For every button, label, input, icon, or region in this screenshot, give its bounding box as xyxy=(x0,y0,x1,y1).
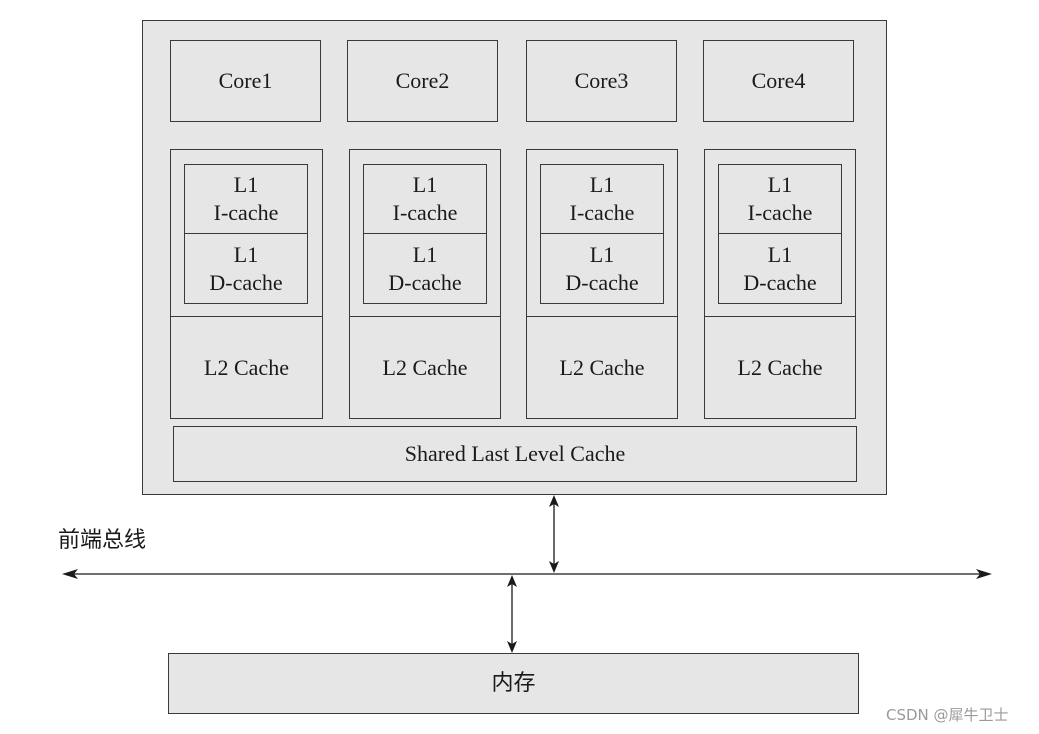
l1-icache-level: L1 xyxy=(412,172,438,197)
l1-dcache-type: D-cache xyxy=(209,269,283,295)
shared-cache-label: Shared Last Level Cache xyxy=(404,441,626,466)
core-4-box: Core4 xyxy=(703,40,854,122)
bus-right-arrowhead xyxy=(976,569,992,579)
l2-cache: L2 Cache xyxy=(350,316,500,418)
l1-dcache-type: D-cache xyxy=(565,269,639,295)
l2-cache-label: L2 Cache xyxy=(204,354,289,380)
l2-cache-label: L2 Cache xyxy=(382,354,468,380)
l1-dcache-type: D-cache xyxy=(388,269,462,295)
l1-icache-type: I-cache xyxy=(569,200,635,225)
l1-icache-level: L1 xyxy=(767,172,793,197)
l1-icache-type: I-cache xyxy=(213,200,279,225)
core-1-label: Core1 xyxy=(218,68,273,93)
core-1-box: Core1 xyxy=(170,40,321,122)
core-2-label: Core2 xyxy=(395,68,450,93)
core-3-box: Core3 xyxy=(526,40,677,122)
memory-box: 内存 xyxy=(168,653,859,714)
l1-icache-type: I-cache xyxy=(747,200,813,225)
core-3-label: Core3 xyxy=(574,68,629,93)
memory-link-down-arrowhead xyxy=(507,641,517,653)
shared-last-level-cache: Shared Last Level Cache xyxy=(173,426,857,482)
l1-dcache-level: L1 xyxy=(767,241,793,267)
l1-dcache-type: D-cache xyxy=(743,269,817,295)
core-2-box: Core2 xyxy=(347,40,498,122)
l2-cache: L2 Cache xyxy=(705,316,855,418)
chip-link-up-arrowhead xyxy=(549,495,559,507)
bus-left-arrowhead xyxy=(62,569,78,579)
chip-link-down-arrowhead xyxy=(549,561,559,573)
l2-cache-label: L2 Cache xyxy=(737,354,823,380)
watermark-text: CSDN @犀牛卫士 xyxy=(886,706,1009,724)
l1-dcache-level: L1 xyxy=(589,241,615,267)
l1-dcache-level: L1 xyxy=(412,241,438,267)
l2-cache: L2 Cache xyxy=(527,316,677,418)
l1-icache-level: L1 xyxy=(233,172,259,197)
core-4-label: Core4 xyxy=(751,68,806,93)
l2-cache-label: L2 Cache xyxy=(559,354,645,380)
memory-label: 内存 xyxy=(491,670,536,696)
l1-icache-level: L1 xyxy=(589,172,615,197)
l2-cache: L2 Cache xyxy=(171,316,322,418)
l1-dcache-level: L1 xyxy=(233,241,259,267)
l1-icache-type: I-cache xyxy=(392,200,458,225)
memory-link-up-arrowhead xyxy=(507,575,517,587)
front-side-bus-label: 前端总线 xyxy=(58,528,147,553)
